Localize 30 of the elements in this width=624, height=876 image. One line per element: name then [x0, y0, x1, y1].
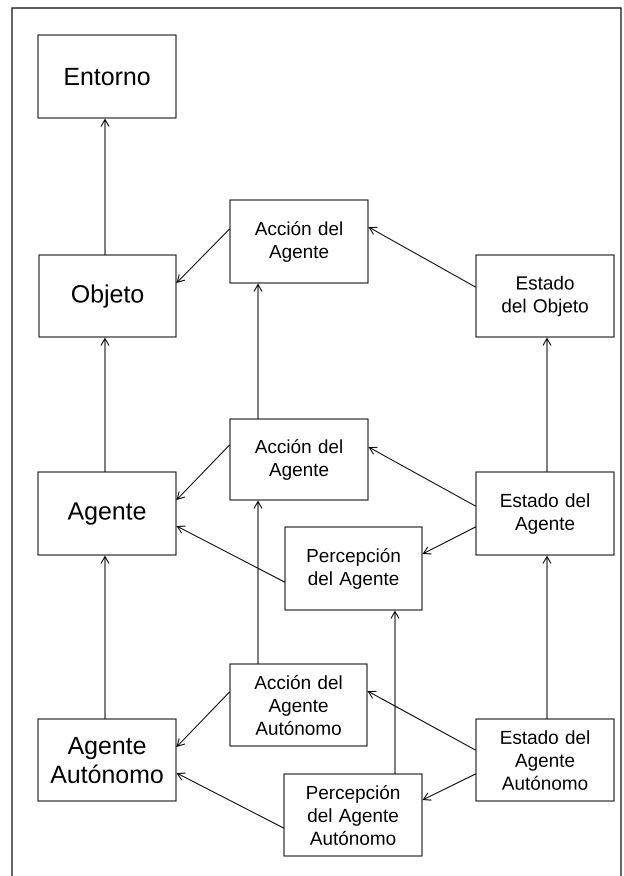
- box: Estado del Agente: [476, 472, 614, 556]
- box: Percepción del Agente Autónomo: [284, 774, 422, 856]
- box: Estado del Objeto: [476, 254, 614, 338]
- box: Entorno: [38, 34, 176, 118]
- arrow: [542, 556, 552, 719]
- arrow: [100, 118, 110, 255]
- arrow: [254, 500, 262, 664]
- arrow: [100, 556, 110, 719]
- arrow: [542, 338, 552, 472]
- box: Percepción del Agente: [284, 526, 422, 610]
- box: Agente: [38, 472, 176, 556]
- arrow: [368, 446, 476, 506]
- box: Agente Autónomo: [38, 718, 176, 802]
- arrow: [176, 526, 285, 582]
- box: Acción del Agente: [230, 418, 368, 500]
- box: Acción del Agente Autónomo: [230, 664, 368, 746]
- arrow: [176, 228, 230, 283]
- box: Estado del Agente Autónomo: [476, 718, 614, 802]
- arrow: [390, 610, 400, 774]
- arrow: [254, 284, 262, 419]
- box: Acción del Agente: [230, 200, 368, 284]
- arrow: [422, 774, 476, 801]
- arrow: [368, 226, 476, 288]
- arrow: [176, 772, 284, 828]
- arrow: [176, 444, 230, 500]
- box: Objeto: [38, 254, 176, 338]
- arrow: [176, 692, 230, 747]
- arrow: [368, 690, 476, 750]
- arrow: [100, 338, 110, 472]
- arrow: [422, 526, 476, 554]
